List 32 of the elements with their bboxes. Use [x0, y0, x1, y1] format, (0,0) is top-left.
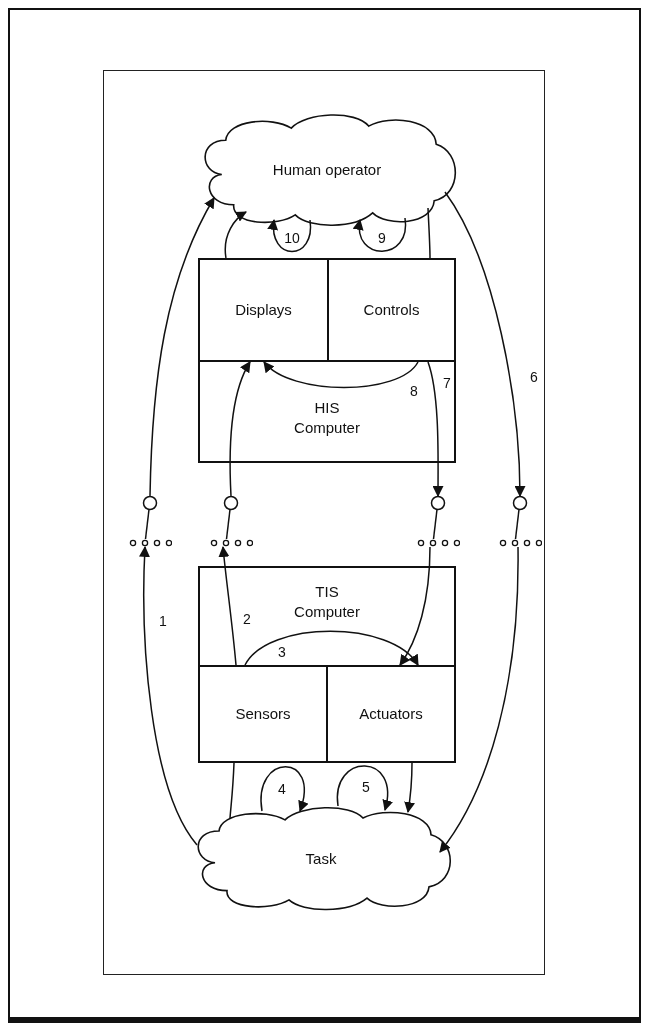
arrow: [149, 197, 215, 497]
arrow: [244, 630, 419, 666]
loop-arrow: [260, 766, 308, 813]
node-label: Human operator: [272, 160, 382, 180]
node-label: Sensors: [235, 704, 291, 724]
switch-symbol: [498, 496, 542, 547]
connector-line: [229, 762, 235, 819]
arrow: [139, 545, 198, 846]
switch-symbol: [128, 496, 172, 547]
arrow: [224, 211, 247, 259]
arrow: [444, 191, 526, 498]
arrow: [439, 546, 519, 853]
switch-symbol: [209, 496, 253, 547]
switch-symbol: [416, 496, 460, 547]
panel-cell: [198, 258, 456, 463]
node-label: Controls: [363, 300, 420, 320]
loop-arrow: [268, 218, 312, 253]
loop-arrow: [353, 217, 407, 252]
arrow: [427, 361, 444, 498]
arrow: [263, 361, 419, 389]
arrow: [218, 545, 237, 666]
node-label: TIS Computer: [293, 582, 361, 621]
loop-arrow: [336, 765, 393, 812]
node-label: Actuators: [359, 704, 423, 724]
arrow: [404, 762, 415, 814]
connector-line: [427, 207, 431, 259]
panel-cell: [198, 566, 456, 763]
node-label: Task: [305, 848, 337, 869]
arrow: [229, 361, 251, 497]
node-label: Displays: [235, 300, 292, 320]
arrow: [399, 546, 431, 666]
node-label: HIS Computer: [293, 398, 361, 437]
